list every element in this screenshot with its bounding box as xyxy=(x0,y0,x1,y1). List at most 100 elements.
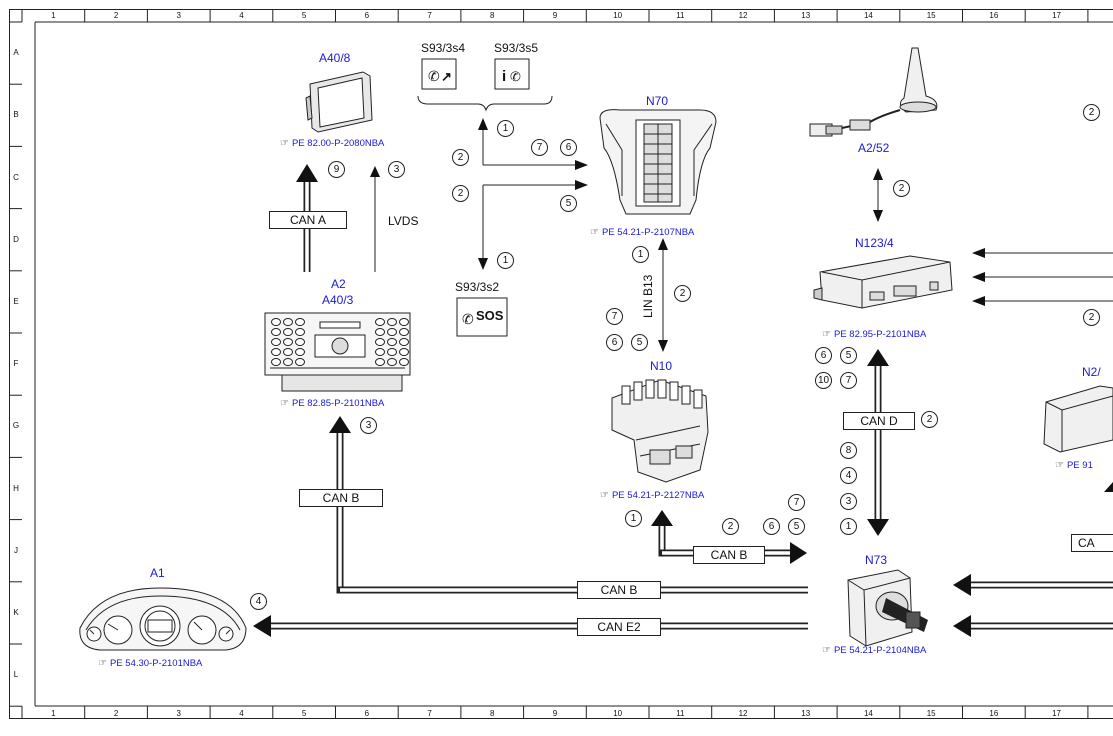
grid-column-label: 15 xyxy=(926,709,936,718)
n70-ref-link[interactable]: ☞PE 54.21-P-2107NBA xyxy=(590,228,694,238)
a2-ref-link[interactable]: ☞PE 82.85-P-2101NBA xyxy=(280,399,384,409)
callout-7: 7 xyxy=(788,494,805,511)
callout-5: 5 xyxy=(631,334,648,351)
grid-row-label: J xyxy=(14,545,18,555)
grid-row-label: L xyxy=(13,670,19,680)
callout-1: 1 xyxy=(497,120,514,137)
a40-8-display-drawing xyxy=(305,71,373,133)
callout-2: 2 xyxy=(452,185,469,202)
grid-column-label: 13 xyxy=(801,709,811,718)
head-unit-button xyxy=(375,358,385,366)
n73-ref-text: PE 54.21-P-2104NBA xyxy=(833,645,927,656)
n123-4-right-arrows xyxy=(972,248,1113,306)
callout-10: 10 xyxy=(815,372,832,389)
callout-4: 4 xyxy=(250,593,267,610)
callout-3: 3 xyxy=(840,493,857,510)
head-unit-button xyxy=(295,318,305,326)
a2-52-link xyxy=(873,168,883,222)
diagram-frame xyxy=(9,9,1113,719)
n10-ref-link[interactable]: ☞PE 54.21-P-2127NBA xyxy=(600,491,704,501)
head-unit-button xyxy=(375,338,385,346)
callout-4: 4 xyxy=(840,467,857,484)
callout-2: 2 xyxy=(674,285,691,302)
head-unit-button xyxy=(375,348,385,356)
s93-3s5-icon xyxy=(494,58,530,90)
pointing-hand-icon: ☞ xyxy=(600,490,609,501)
a1-ref-link[interactable]: ☞PE 54.30-P-2101NBA xyxy=(98,659,202,669)
head-unit-button xyxy=(387,318,397,326)
n2-partial-arrow xyxy=(1104,482,1113,492)
grid-column-label: 10 xyxy=(613,11,623,20)
can-b-a1-label: CAN B xyxy=(577,581,661,599)
grid-column-label: 2 xyxy=(113,709,119,718)
callout-3: 3 xyxy=(360,417,377,434)
callout-1: 1 xyxy=(632,246,649,263)
callout-6: 6 xyxy=(560,139,577,156)
n10-label: N10 xyxy=(650,359,673,373)
callout-8: 8 xyxy=(840,442,857,459)
a1-cluster-drawing xyxy=(79,587,247,651)
pointing-hand-icon: ☞ xyxy=(590,227,599,238)
head-unit-button xyxy=(295,328,305,336)
can-a-label: CAN A xyxy=(269,211,347,229)
a40-8-ref-link[interactable]: ☞PE 82.00-P-2080NBA xyxy=(280,139,384,149)
grid-row-label: K xyxy=(13,607,19,617)
callout-5: 5 xyxy=(840,347,857,364)
n10-drawing xyxy=(611,379,709,483)
grid-column-label: 4 xyxy=(239,11,244,20)
grid-row-label: E xyxy=(13,296,19,306)
grid-row-label: D xyxy=(13,234,19,244)
can-d-line xyxy=(867,349,889,536)
pointing-hand-icon: ☞ xyxy=(822,645,831,656)
s93-3s4-label: S93/3s4 xyxy=(421,41,466,55)
grid-column-label: 15 xyxy=(926,11,936,20)
grid-column-label: 10 xyxy=(613,709,623,718)
callout-9: 9 xyxy=(328,161,345,178)
grid-row-label: C xyxy=(13,172,19,182)
n2-drawing xyxy=(1043,385,1113,453)
pointing-hand-icon: ☞ xyxy=(1055,460,1064,471)
head-unit-button xyxy=(387,358,397,366)
grid-column-label: 1 xyxy=(51,11,56,20)
callout-1: 1 xyxy=(840,518,857,535)
head-unit-button xyxy=(375,318,385,326)
n73-drawing xyxy=(847,569,928,647)
callout-7: 7 xyxy=(840,372,857,389)
head-unit-button xyxy=(399,358,409,366)
grid-column-label: 8 xyxy=(490,11,495,20)
callout-6: 6 xyxy=(606,334,623,351)
n123-4-ref-text: PE 82.95-P-2101NBA xyxy=(833,329,927,340)
n2-ref-link[interactable]: ☞PE 91 xyxy=(1055,461,1093,471)
s93-3s2-icon xyxy=(456,297,508,337)
head-unit-button xyxy=(387,338,397,346)
n123-4-ref-link[interactable]: ☞PE 82.95-P-2101NBA xyxy=(822,330,926,340)
s93-switch-block: ✆ ↗ i ✆ xyxy=(417,58,553,112)
a40-3-label: A40/3 xyxy=(322,293,354,307)
svg-text:✆: ✆ xyxy=(428,68,440,84)
sos-button-text: SOS xyxy=(476,308,504,323)
grid-column-label: 12 xyxy=(738,709,748,718)
n73-ref-link[interactable]: ☞PE 54.21-P-2104NBA xyxy=(822,646,926,656)
grid-column-label: 6 xyxy=(364,709,370,718)
callout-2: 2 xyxy=(452,149,469,166)
callout-7: 7 xyxy=(606,308,623,325)
head-unit-button xyxy=(295,358,305,366)
head-unit-button xyxy=(295,338,305,346)
can-e2-line xyxy=(253,615,808,637)
callout-6: 6 xyxy=(763,518,780,535)
head-unit-button xyxy=(271,328,281,336)
s93-3s5-label: S93/3s5 xyxy=(494,41,539,55)
head-unit-button xyxy=(295,348,305,356)
grid-row-label: F xyxy=(13,359,19,369)
head-unit-button xyxy=(271,358,281,366)
grid-column-label: 8 xyxy=(490,709,495,718)
pointing-hand-icon: ☞ xyxy=(280,138,289,149)
grid-column-label: 6 xyxy=(364,11,370,20)
head-unit-button xyxy=(375,328,385,336)
a1-ref-text: PE 54.30-P-2101NBA xyxy=(109,658,203,669)
callout-2: 2 xyxy=(1083,104,1100,121)
n123-4-label: N123/4 xyxy=(855,236,894,250)
n73-right-lines xyxy=(953,574,1113,637)
